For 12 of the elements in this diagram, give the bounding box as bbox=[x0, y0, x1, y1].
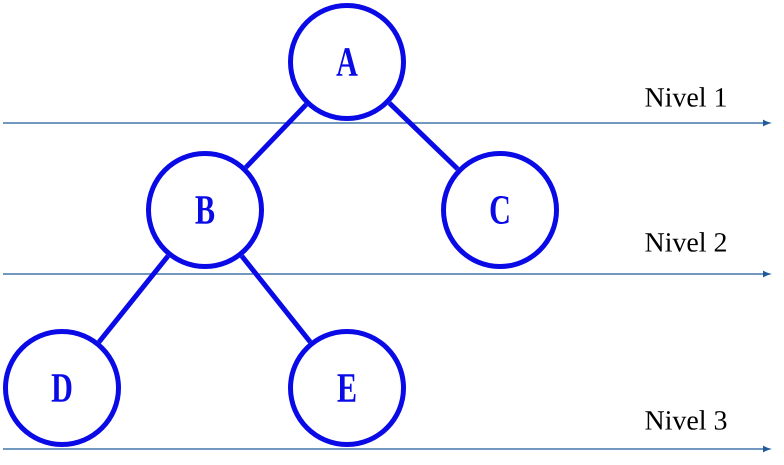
level-label: Nivel 1 bbox=[645, 87, 726, 107]
tree-node: A bbox=[288, 3, 406, 121]
tree-edge bbox=[97, 254, 170, 344]
tree-edge bbox=[244, 102, 308, 170]
tree-node: E bbox=[288, 329, 406, 447]
level-label: Nivel 3 bbox=[645, 410, 726, 430]
level-label: Nivel 2 bbox=[645, 232, 726, 252]
tree-edge bbox=[240, 254, 312, 344]
tree-edge bbox=[388, 101, 460, 171]
tree-node: C bbox=[441, 151, 559, 269]
tree-node: D bbox=[3, 329, 121, 447]
tree-node: B bbox=[146, 151, 264, 269]
